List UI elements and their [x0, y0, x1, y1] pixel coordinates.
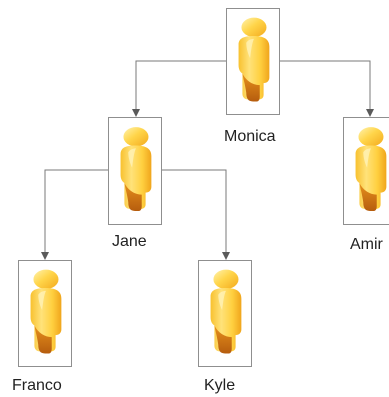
- franco-card[interactable]: [18, 260, 72, 367]
- connector-jane-kyle: [162, 169, 230, 260]
- connector-jane-franco: [41, 169, 108, 260]
- person-icon: [210, 269, 242, 354]
- monica-name-label: Monica: [224, 128, 276, 145]
- jane-name-label: Jane: [112, 233, 147, 250]
- person-icon: [355, 127, 387, 211]
- kyle-name-label: Kyle: [204, 377, 236, 394]
- jane-card[interactable]: [108, 117, 162, 225]
- person-icon: [238, 17, 270, 102]
- monica-card[interactable]: [226, 8, 280, 115]
- connector-monica-amir: [279, 60, 374, 117]
- person-icon: [120, 127, 152, 211]
- amir-name-label: Amir: [350, 236, 383, 253]
- franco-name-label: Franco: [12, 377, 62, 394]
- kyle-card[interactable]: [198, 260, 252, 367]
- amir-card[interactable]: [343, 117, 389, 225]
- person-icon: [30, 269, 62, 354]
- connector-monica-jane: [132, 60, 226, 117]
